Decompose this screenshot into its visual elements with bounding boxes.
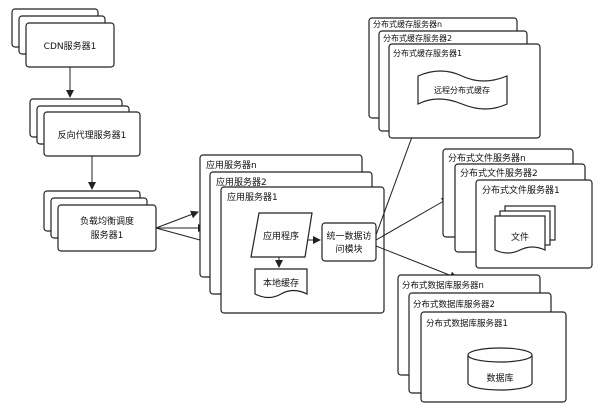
arrow-lb-to-app-n <box>155 210 199 229</box>
app-server-stack: 应用服务器n 应用服务器2 应用服务器1 应用程序 本地缓存 统一数据访 问模块 <box>199 154 385 314</box>
arrow-to-cache <box>375 125 418 236</box>
arrow-to-db <box>375 245 458 280</box>
local-cache-label: 本地缓存 <box>263 277 299 289</box>
cache-server-2-label: 分布式缓存服务器2 <box>383 33 452 43</box>
file-server-2-label: 分布式文件服务器2 <box>460 167 538 179</box>
app-program-shape <box>250 212 313 258</box>
file-server-stack: 分布式文件服务器n 分布式文件服务器2 分布式文件服务器1 文件 <box>442 148 593 269</box>
data-access-label-line2: 问模块 <box>335 243 362 255</box>
cache-server-1-label: 分布式缓存服务器1 <box>393 48 462 58</box>
data-access-module <box>321 222 377 262</box>
db-server-stack: 分布式数据库服务器n 分布式数据库服务器2 分布式数据库服务器1 数据库 <box>397 274 567 403</box>
file-server-n-label: 分布式文件服务器n <box>448 152 526 164</box>
db-server-n-label: 分布式数据库服务器n <box>402 280 484 291</box>
remote-cache-shape <box>417 70 508 110</box>
app-server-1-label: 应用服务器1 <box>227 191 278 203</box>
cdn-server-stack: CDN服务器1 <box>11 8 115 68</box>
db-server-1-label: 分布式数据库服务器1 <box>426 318 508 329</box>
remote-cache-label: 远程分布式缓存 <box>434 85 490 95</box>
cache-server-stack: 分布式缓存服务器n 分布式缓存服务器2 分布式缓存服务器1 远程分布式缓存 <box>368 17 541 139</box>
arrow-to-file <box>375 197 450 241</box>
load-balancer-stack: 负载均衡调度 服务器1 <box>43 190 157 252</box>
local-cache-shape <box>254 268 308 299</box>
app-server-2-label: 应用服务器2 <box>216 176 267 188</box>
lb-server-1-label-line2: 服务器1 <box>91 229 124 241</box>
database-cylinder-icon <box>467 347 533 391</box>
file-doc-label: 文件 <box>511 231 529 243</box>
lb-server-1 <box>57 204 157 252</box>
reverse-proxy-stack: 反向代理服务器1 <box>29 98 141 157</box>
db-server-2-label: 分布式数据库服务器2 <box>413 299 495 310</box>
proxy-server-1-label: 反向代理服务器1 <box>58 129 127 141</box>
file-doc-shape <box>494 215 546 254</box>
cache-server-n-label: 分布式缓存服务器n <box>373 19 442 29</box>
app-server-n-label: 应用服务器n <box>206 159 257 171</box>
database-label: 数据库 <box>486 372 513 384</box>
app-program-label: 应用程序 <box>263 230 299 242</box>
cdn-server-1-label: CDN服务器1 <box>44 40 97 52</box>
lb-server-1-label-line1: 负载均衡调度 <box>80 215 134 227</box>
data-access-label-line1: 统一数据访 <box>326 230 371 242</box>
file-server-1-label: 分布式文件服务器1 <box>482 184 560 196</box>
